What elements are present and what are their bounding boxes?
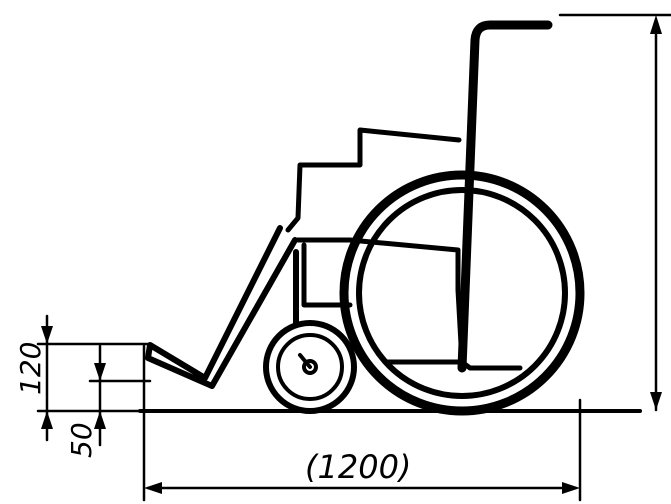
width-label: (1200) [305, 448, 411, 486]
footrest-height-label: 120 [14, 342, 47, 395]
seat-frame [295, 237, 523, 371]
clearance-outline [285, 127, 462, 233]
footrest-clearance-label: 50 [65, 422, 98, 458]
height-dimension [558, 13, 671, 412]
legrest [145, 225, 298, 389]
footrest-dimensions [36, 314, 152, 447]
front-caster [263, 249, 357, 414]
width-dimension [142, 344, 582, 502]
backrest-frame [457, 20, 553, 373]
rear-wheel [339, 170, 585, 416]
